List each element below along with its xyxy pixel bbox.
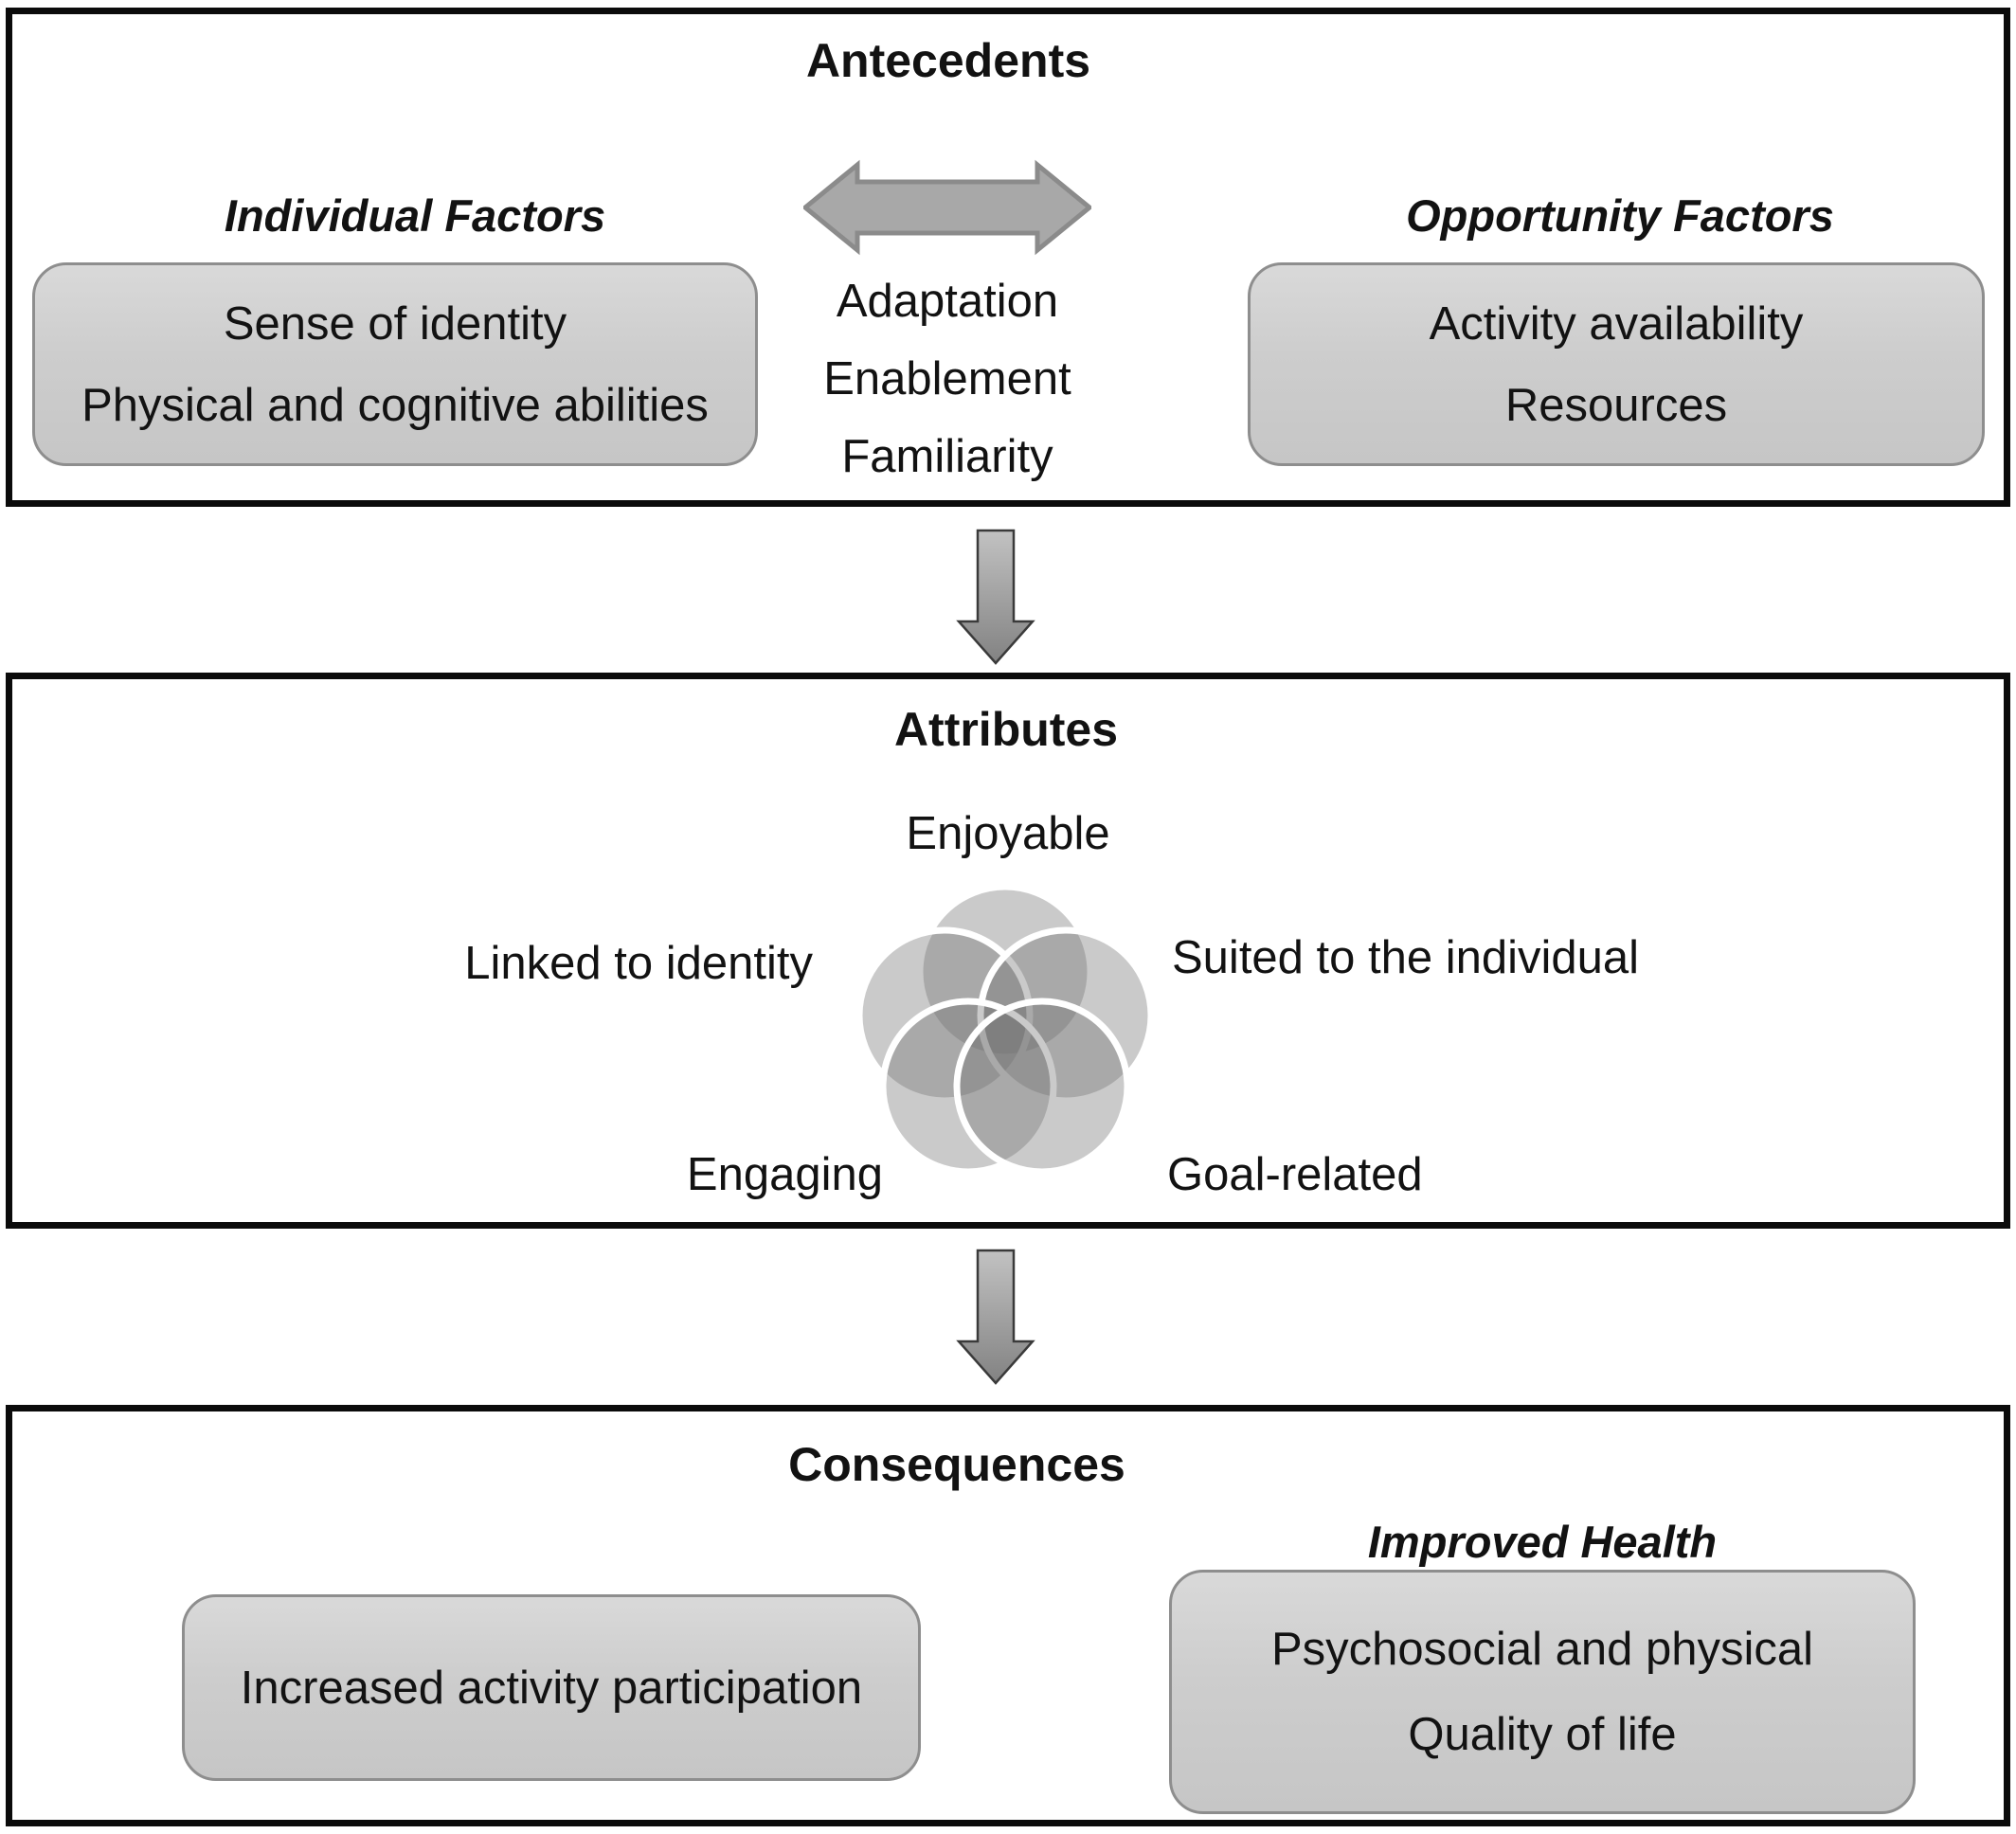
opportunity-factors-heading: Opportunity Factors [1406,190,1834,241]
attribute-label-top: Enjoyable [906,808,1110,859]
increased-participation-box: Increased activity participation [182,1594,921,1781]
individual-factors-heading: Individual Factors [224,190,606,241]
participation-item: Increased activity participation [240,1662,863,1714]
individual-factor-item: Physical and cognitive abilities [81,379,709,431]
double-arrow-icon [803,159,1091,256]
attribute-label-bottom-right: Goal-related [1167,1149,1423,1200]
attribute-label-right: Suited to the individual [1172,932,1640,983]
attributes-title: Attributes [893,703,1119,756]
exchange-item: Enablement [823,353,1071,405]
health-item: Psychosocial and physical [1271,1624,1813,1675]
exchange-mechanisms-list: Adaptation Enablement Familiarity [758,262,1137,495]
consequences-panel: Consequences Improved Health Increased a… [6,1405,2010,1826]
exchange-item: Adaptation [836,276,1059,327]
health-item: Quality of life [1408,1709,1677,1760]
opportunity-factors-box: Activity availability Resources [1248,262,1985,466]
opportunity-factor-item: Activity availability [1429,297,1804,350]
improved-health-box: Psychosocial and physical Quality of lif… [1169,1570,1916,1814]
antecedents-title: Antecedents [805,34,1091,87]
attribute-label-bottom-left: Engaging [686,1149,883,1200]
exchange-item: Familiarity [841,431,1053,482]
opportunity-factor-item: Resources [1504,379,1728,431]
individual-factors-box: Sense of identity Physical and cognitive… [32,262,758,466]
down-arrow-icon [956,529,1035,665]
attribute-label-left: Linked to identity [464,938,813,989]
consequences-title: Consequences [788,1438,1125,1491]
down-arrow-icon [956,1249,1035,1385]
improved-health-heading: Improved Health [1367,1517,1718,1567]
individual-factor-item: Sense of identity [223,297,567,350]
attributes-panel: Attributes Enjoyable Linked to identity … [6,673,2010,1229]
venn-flower-icon [855,883,1155,1176]
antecedents-panel: Antecedents Individual Factors Opportuni… [6,8,2010,507]
